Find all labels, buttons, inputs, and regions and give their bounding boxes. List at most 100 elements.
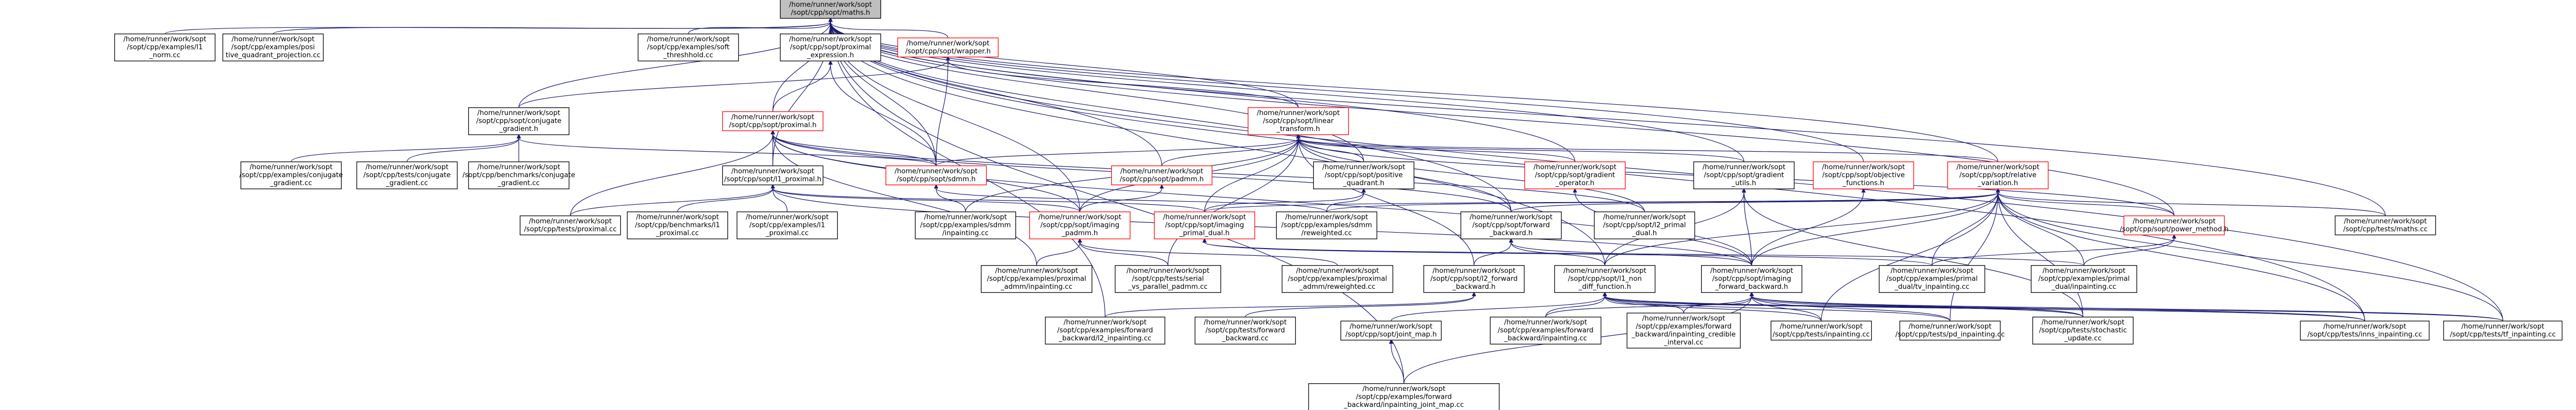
node-label-line: /home/runner/work/sopt <box>1350 323 1433 331</box>
graph-edge <box>1509 238 1605 266</box>
node-label-line: /sopt/cpp/tests/tf_inpainting.cc <box>2450 331 2555 338</box>
graph-node-testprox[interactable]: /home/runner/work/sopt/sopt/cpp/tests/pr… <box>519 215 621 236</box>
graph-node-testtfinp[interactable]: /home/runner/work/sopt/sopt/cpp/tests/tf… <box>2443 320 2563 341</box>
graph-node-testconj[interactable]: /home/runner/work/sopt/sopt/cpp/tests/co… <box>356 161 458 189</box>
graph-edge <box>518 56 951 108</box>
graph-edge <box>945 56 1299 108</box>
graph-node-testsfb[interactable]: /home/runner/work/sopt/sopt/cpp/tests/fo… <box>1194 317 1296 345</box>
graph-node-fbl2inp[interactable]: /home/runner/work/sopt/sopt/cpp/examples… <box>1045 317 1165 345</box>
graph-node-exconj[interactable]: /home/runner/work/sopt/sopt/cpp/examples… <box>240 161 343 189</box>
node-label-line: /sopt/cpp/sopt/wrapper.h <box>905 47 991 55</box>
node-box <box>1194 317 1296 345</box>
graph-edge <box>934 184 966 212</box>
node-box <box>1114 265 1222 293</box>
graph-node-gradop[interactable]: /home/runner/work/sopt/sopt/cpp/sopt/gra… <box>1524 161 1626 189</box>
node-box <box>1154 211 1256 239</box>
graph-node-proxadmminp[interactable]: /home/runner/work/sopt/sopt/cpp/examples… <box>980 265 1093 293</box>
node-label-line: /sopt/cpp/sopt/l2_forward <box>1430 275 1517 283</box>
node-label-line: /home/runner/work/sopt <box>1780 323 1863 331</box>
node-label-line: /sopt/cpp/tests/proximal.cc <box>524 225 617 233</box>
node-label-line: /sopt/cpp/sopt/gradient <box>1704 172 1784 179</box>
graph-node-serialpadmm[interactable]: /home/runner/work/sopt/sopt/cpp/tests/se… <box>1114 265 1222 293</box>
graph-node-l1nondiff[interactable]: /home/runner/work/sopt/sopt/cpp/sopt/l1_… <box>1554 265 1656 293</box>
node-label-line: /home/runner/work/sopt <box>1957 163 2040 171</box>
graph-node-imgpadmm[interactable]: /home/runner/work/sopt/sopt/cpp/sopt/ima… <box>1029 211 1131 239</box>
graph-node-padmmh[interactable]: /home/runner/work/sopt/sopt/cpp/sopt/pad… <box>1111 165 1213 186</box>
graph-node-testsmsinp[interactable]: /home/runner/work/sopt/sopt/cpp/tests/in… <box>2300 320 2430 341</box>
node-label-line: /sopt/cpp/sopt/linear <box>1263 118 1334 125</box>
node-box <box>1812 161 1914 189</box>
graph-edge <box>291 134 521 162</box>
graph-node-sdmm[interactable]: /home/runner/work/sopt/sopt/cpp/sopt/sdm… <box>885 165 987 186</box>
graph-node-fbcred[interactable]: /home/runner/work/sopt/sopt/cpp/examples… <box>1626 313 1741 349</box>
graph-node-softthresh[interactable]: /home/runner/work/sopt/sopt/cpp/examples… <box>637 34 739 61</box>
graph-node-proximal[interactable]: /home/runner/work/sopt/sopt/cpp/sopt/pro… <box>722 111 824 132</box>
graph-node-jointmaph[interactable]: /home/runner/work/sopt/sopt/cpp/sopt/joi… <box>1340 320 1442 341</box>
graph-node-lintrans[interactable]: /home/runner/work/sopt/sopt/cpp/sopt/lin… <box>1247 107 1349 135</box>
node-label-line: /home/runner/work/sopt <box>1285 214 1368 221</box>
graph-edge <box>1995 188 2175 216</box>
graph-node-testsmaths[interactable]: /home/runner/work/sopt/sopt/cpp/tests/ma… <box>2334 215 2436 236</box>
graph-edge <box>1751 188 1866 266</box>
graph-node-posquadh[interactable]: /home/runner/work/sopt/sopt/cpp/sopt/pos… <box>1313 161 1415 189</box>
graph-edge <box>1741 188 2083 317</box>
node-label-line: /home/runner/work/sopt <box>2133 218 2216 225</box>
graph-edge <box>770 184 1080 212</box>
graph-node-relvar[interactable]: /home/runner/work/sopt/sopt/cpp/sopt/rel… <box>1947 161 2049 189</box>
graph-edge <box>1296 134 1744 162</box>
graph-node-exl1[interactable]: /home/runner/work/sopt/sopt/cpp/examples… <box>736 211 838 239</box>
node-label-line: tive_quadrant_projection.cc <box>226 52 320 59</box>
graph-node-powermethod[interactable]: /home/runner/work/sopt/sopt/cpp/sopt/pow… <box>2120 215 2229 236</box>
graph-node-fbinp[interactable]: /home/runner/work/sopt/sopt/cpp/examples… <box>1489 317 1602 345</box>
graph-node-wrapper[interactable]: /home/runner/work/sopt/sopt/cpp/sopt/wra… <box>897 37 999 58</box>
node-label-line: /sopt/cpp/tests/inpainting.cc <box>1773 331 1870 338</box>
graph-node-testspdinp[interactable]: /home/runner/work/sopt/sopt/cpp/tests/pd… <box>1895 320 2005 341</box>
node-label-line: /home/runner/work/sopt <box>1703 163 1786 171</box>
graph-edge <box>1202 238 2084 266</box>
graph-node-benchconj[interactable]: /home/runner/work/sopt/sopt/cpp/benchmar… <box>463 161 575 189</box>
graph-node-testsinp[interactable]: /home/runner/work/sopt/sopt/cpp/tests/in… <box>1770 320 1872 341</box>
node-label-line: /sopt/cpp/sopt/positive <box>1325 172 1403 179</box>
graph-node-proxexpr[interactable]: /home/runner/work/sopt/sopt/cpp/sopt/pro… <box>779 34 882 61</box>
graph-node-l1norm[interactable]: /home/runner/work/sopt/sopt/cpp/examples… <box>114 34 216 61</box>
graph-node-fwdbwd[interactable]: /home/runner/work/sopt/sopt/cpp/sopt/for… <box>1460 211 1562 239</box>
graph-edge <box>1079 184 1164 212</box>
graph-node-sdmminp[interactable]: /home/runner/work/sopt/sopt/cpp/examples… <box>914 211 1016 239</box>
node-label-line: /sopt/cpp/sopt/maths.h <box>791 9 870 17</box>
graph-node-proxadmmrw[interactable]: /home/runner/work/sopt/sopt/cpp/examples… <box>1281 265 1394 293</box>
node-label-line: _admm/reweighted.cc <box>1299 283 1375 291</box>
graph-edge <box>677 184 775 212</box>
graph-node-sdmmrw[interactable]: /home/runner/work/sopt/sopt/cpp/examples… <box>1276 211 1378 239</box>
node-label-line: _backward/inpainting_credible <box>1631 331 1736 338</box>
graph-node-pdtvinp[interactable]: /home/runner/work/sopt/sopt/cpp/examples… <box>1878 265 1986 293</box>
graph-edge <box>1602 291 1951 322</box>
graph-node-mathh[interactable]: /home/runner/work/sopt/sopt/cpp/sopt/mat… <box>779 0 882 19</box>
graph-node-posquad[interactable]: /home/runner/work/sopt/sopt/cpp/examples… <box>222 34 324 61</box>
node-label-line: /home/runner/work/sopt <box>529 218 612 225</box>
node-label-line: /home/runner/work/sopt <box>1603 214 1686 221</box>
node-label-line: _update.cc <box>2064 335 2102 342</box>
node-label-line: /sopt/cpp/tests/conjugate <box>363 172 450 179</box>
graph-node-imgprimaldual[interactable]: /home/runner/work/sopt/sopt/cpp/sopt/ima… <box>1154 211 1256 239</box>
node-label-line: /home/runner/work/sopt <box>1363 385 1446 393</box>
graph-node-pdinp[interactable]: /home/runner/work/sopt/sopt/cpp/examples… <box>2030 265 2138 293</box>
node-label-line: /sopt/cpp/sopt/padmm.h <box>1120 175 1204 183</box>
node-label-line: _quadrant.h <box>1343 179 1384 187</box>
graph-node-fbjointmap[interactable]: /home/runner/work/sopt/sopt/cpp/examples… <box>1308 383 1500 410</box>
graph-node-l1prox[interactable]: /home/runner/work/sopt/sopt/cpp/sopt/l1_… <box>722 165 824 186</box>
node-label-line: /sopt/cpp/tests/forward <box>1206 327 1285 335</box>
node-label-line: /sopt/cpp/sopt/sdmm.h <box>896 175 975 183</box>
node-label-line: _gradient.h <box>499 125 538 133</box>
graph-node-benchl1[interactable]: /home/runner/work/sopt/sopt/cpp/benchmar… <box>626 211 728 239</box>
graph-node-objfunc[interactable]: /home/runner/work/sopt/sopt/cpp/sopt/obj… <box>1812 161 1914 189</box>
graph-node-conjgrad[interactable]: /home/runner/work/sopt/sopt/cpp/sopt/con… <box>468 107 570 135</box>
node-label-line: /home/runner/work/sopt <box>907 40 990 47</box>
graph-node-l2fwdbwd[interactable]: /home/runner/work/sopt/sopt/cpp/sopt/l2_… <box>1423 265 1525 293</box>
graph-edge <box>1995 188 2503 321</box>
graph-node-l2primal[interactable]: /home/runner/work/sopt/sopt/cpp/sopt/l2_… <box>1594 211 1696 239</box>
graph-node-gradutils[interactable]: /home/runner/work/sopt/sopt/cpp/sopt/gra… <box>1693 161 1795 189</box>
graph-node-stoch[interactable]: /home/runner/work/sopt/sopt/cpp/tests/st… <box>2032 317 2134 345</box>
graph-edge <box>934 184 1327 212</box>
node-label-line: /sopt/cpp/sopt/imaging <box>1165 222 1244 229</box>
graph-node-imgfwdbwd[interactable]: /home/runner/work/sopt/sopt/cpp/sopt/ima… <box>1701 265 1803 293</box>
